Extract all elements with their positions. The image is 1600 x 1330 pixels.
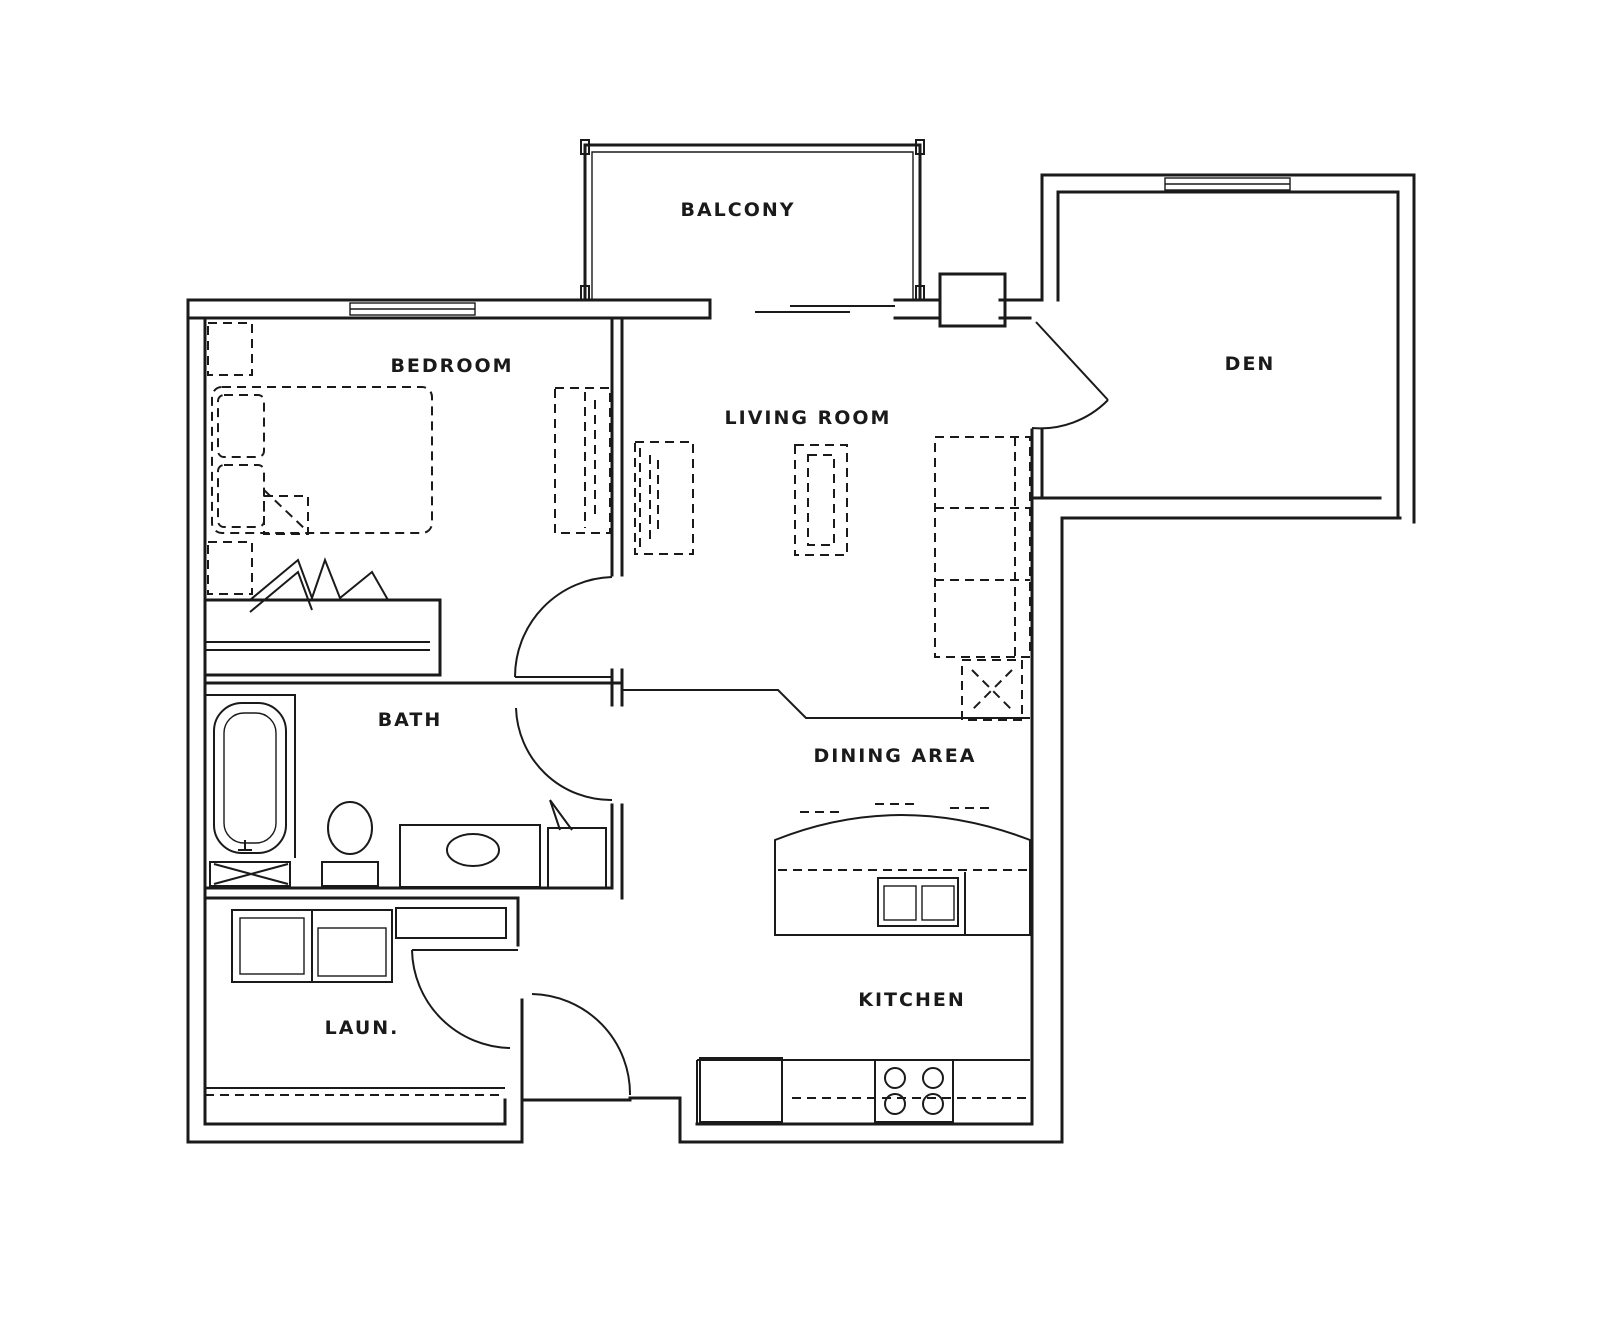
balcony-label: BALCONY: [680, 199, 795, 221]
bath-label: BATH: [378, 709, 443, 731]
dining-kitchen-lines: [622, 689, 1031, 936]
kitchen-label: KITCHEN: [858, 989, 965, 1011]
dining-area-label: DINING AREA: [814, 745, 977, 767]
den-label: DEN: [1225, 353, 1276, 375]
laundry-door-swing: [411, 949, 518, 1049]
bedroom-door-swing: [514, 576, 613, 678]
laundry-fixtures: [205, 907, 507, 1096]
bath-door-swing: [515, 707, 613, 831]
bedroom-walls: [203, 316, 624, 685]
kitchen-counter: [696, 1057, 1030, 1124]
bedroom-label: BEDROOM: [390, 355, 513, 377]
exterior-walls: [186, 173, 1416, 1144]
living-furniture: [634, 436, 1031, 721]
bedroom-furniture: [207, 322, 611, 595]
entry-door-swing: [531, 993, 632, 1096]
balcony-structure: [580, 139, 925, 313]
laundry-label: LAUN.: [325, 1017, 400, 1039]
living-room-label: LIVING ROOM: [725, 407, 892, 429]
bath-fixtures: [209, 702, 607, 889]
mechanical-closet: [938, 272, 1007, 328]
windows: [349, 177, 1291, 316]
den-door-swing: [1031, 321, 1109, 430]
entry-wall: [520, 998, 632, 1102]
